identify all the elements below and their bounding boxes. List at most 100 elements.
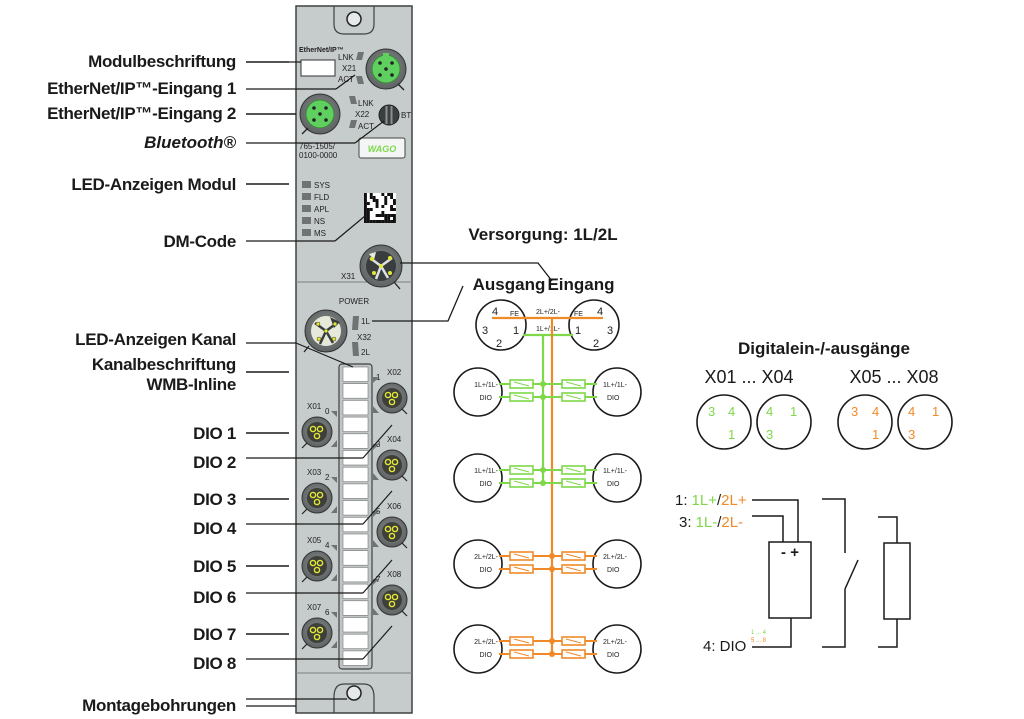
callout-ethernet-2: EtherNet/IP™-Eingang 2: [47, 104, 236, 123]
callout-montage: Montagebohrungen: [82, 696, 347, 715]
pinout-x01-female: 3 4 1: [696, 394, 752, 450]
svg-text:FE: FE: [574, 311, 583, 318]
led-ns-label: NS: [314, 217, 325, 226]
x21-lnk-led: [356, 52, 364, 60]
channel-label-slot[interactable]: [342, 466, 369, 483]
channel-label-slot[interactable]: [342, 600, 369, 616]
channel-supply-label: 1L+/1L-: [474, 382, 499, 389]
pinout-x01-male: 4 1 3: [756, 394, 812, 450]
callout-dio-1: DIO 1: [193, 424, 236, 443]
callout-kanalbeschriftung: Kanalbeschriftung: [92, 355, 236, 374]
supply-channel-group: 1L+/1L-DIO1L+/1L-DIO1L+/1L-DIO1L+/1L-DIO…: [453, 367, 642, 674]
svg-text:2: 2: [593, 338, 599, 350]
callout-dio-4: DIO 4: [193, 519, 237, 538]
led-apl: [302, 205, 311, 212]
channel-signal-label: DIO: [480, 395, 493, 402]
part-number-line-2: 0100-0000: [299, 151, 338, 160]
channel-supply-label: 1L+/1L-: [474, 468, 499, 475]
dio-green-range: 1 ... 4: [751, 630, 767, 636]
channel-label-slot[interactable]: [342, 500, 369, 516]
pinout-x05-male: 4 1 3: [897, 394, 953, 450]
junction-dot: [540, 467, 546, 473]
supply-connector-in: 4 3 2 1 FE: [568, 299, 620, 351]
port-name-label: X08: [387, 570, 402, 579]
part-number-line-1: 765-1505/: [299, 142, 336, 151]
port-channel-number: 1: [376, 373, 381, 382]
x21-lnk-label: LNK: [338, 53, 354, 62]
dio-wiring-schematic: 1:1L+/2L+ 3:1L-/2L- 4: DIO 1 ... 4 5 ...…: [675, 492, 911, 655]
channel-signal-label: DIO: [480, 567, 493, 574]
port-name-label: X03: [307, 468, 322, 477]
port-name-label: X02: [387, 368, 402, 377]
channel-supply-label: 2L+/2L-: [474, 639, 499, 646]
row4-label: 4: DIO: [703, 638, 746, 655]
svg-text:4: 4: [908, 404, 915, 419]
port-channel-number: 7: [376, 575, 381, 584]
svg-text:1: 1: [872, 427, 879, 442]
callout-modulbeschriftung: Modulbeschriftung: [88, 52, 236, 71]
channel-label-slot[interactable]: [342, 416, 369, 432]
channel-label-slot[interactable]: [342, 483, 369, 499]
junction-dot: [549, 651, 555, 657]
callout-montagebohrungen: Montagebohrungen: [82, 696, 236, 715]
module-led-list: SYS FLD APL NS MS: [302, 181, 330, 238]
mounting-hole-top: [346, 11, 362, 27]
callout-led-kanal: LED-Anzeigen Kanal: [75, 330, 236, 349]
channel-label-slot[interactable]: [342, 400, 369, 416]
eingang-label: Eingang: [547, 275, 614, 294]
x21-act-label: ACT: [338, 75, 354, 84]
ethernetip-brand: EtherNet/IP™: [299, 47, 344, 54]
dio-port-x02: X02 1: [373, 368, 408, 415]
channel-label-slot[interactable]: [342, 366, 369, 382]
channel-label-slot[interactable]: [342, 383, 369, 399]
svg-text:FE: FE: [510, 311, 519, 318]
port-channel-number: 0: [325, 407, 330, 416]
supply-title: Versorgung: 1L/2L: [468, 225, 617, 244]
channel-marker-strip: [338, 363, 373, 670]
wago-logo-plate: [358, 137, 406, 159]
power-label: POWER: [339, 297, 369, 306]
channel-label-slot[interactable]: [342, 617, 369, 633]
dio-port-x04: X04 3: [373, 435, 408, 482]
channel-supply-label: 2L+/2L-: [603, 554, 628, 561]
callout-ethernet-1: EtherNet/IP™-Eingang 1: [47, 79, 236, 98]
port-name-label: X01: [307, 402, 322, 411]
channel-label-slot[interactable]: [342, 567, 369, 583]
module-label-field[interactable]: [300, 59, 336, 77]
load-resistor: [883, 542, 911, 620]
channel-signal-label: DIO: [607, 395, 620, 402]
channel-label-slot[interactable]: [342, 433, 369, 449]
svg-text:3: 3: [766, 427, 773, 442]
callout-dm-code: DM-Code: [164, 232, 237, 251]
wago-logo: WAGO: [368, 144, 397, 154]
svg-text:1: 1: [728, 427, 735, 442]
x32-label: X32: [357, 333, 372, 342]
channel-label-slot[interactable]: [342, 650, 369, 666]
x22-act-led: [349, 120, 357, 128]
callout-dio-8: DIO 8: [193, 654, 236, 673]
channel-supply-label: 2L+/2L-: [603, 639, 628, 646]
channel-signal-label: DIO: [607, 567, 620, 574]
led-sys: [302, 181, 311, 188]
port-channel-number: 3: [376, 440, 381, 449]
svg-text:1: 1: [932, 404, 939, 419]
channel-label-slot[interactable]: [342, 533, 369, 549]
callout-group: Modulbeschriftung EtherNet/IP™-Eingang 1…: [47, 52, 385, 394]
channel-label-slot[interactable]: [342, 583, 369, 599]
x31-power-connector: [359, 244, 403, 290]
x22-act-label: ACT: [358, 122, 374, 131]
bluetooth-knob[interactable]: [378, 104, 400, 126]
x32-power-connector: [303, 309, 348, 353]
bt-label: BT: [401, 111, 411, 120]
callout-dio-6: DIO 6: [193, 588, 236, 607]
channel-supply-label: 2L+/2L-: [474, 554, 499, 561]
bus-1l-label: 1L+/1L-: [536, 326, 561, 333]
x22-label: X22: [355, 110, 370, 119]
channel-label-slot[interactable]: [342, 550, 369, 566]
channel-label-slot[interactable]: [342, 633, 369, 650]
port-name-label: X04: [387, 435, 402, 444]
